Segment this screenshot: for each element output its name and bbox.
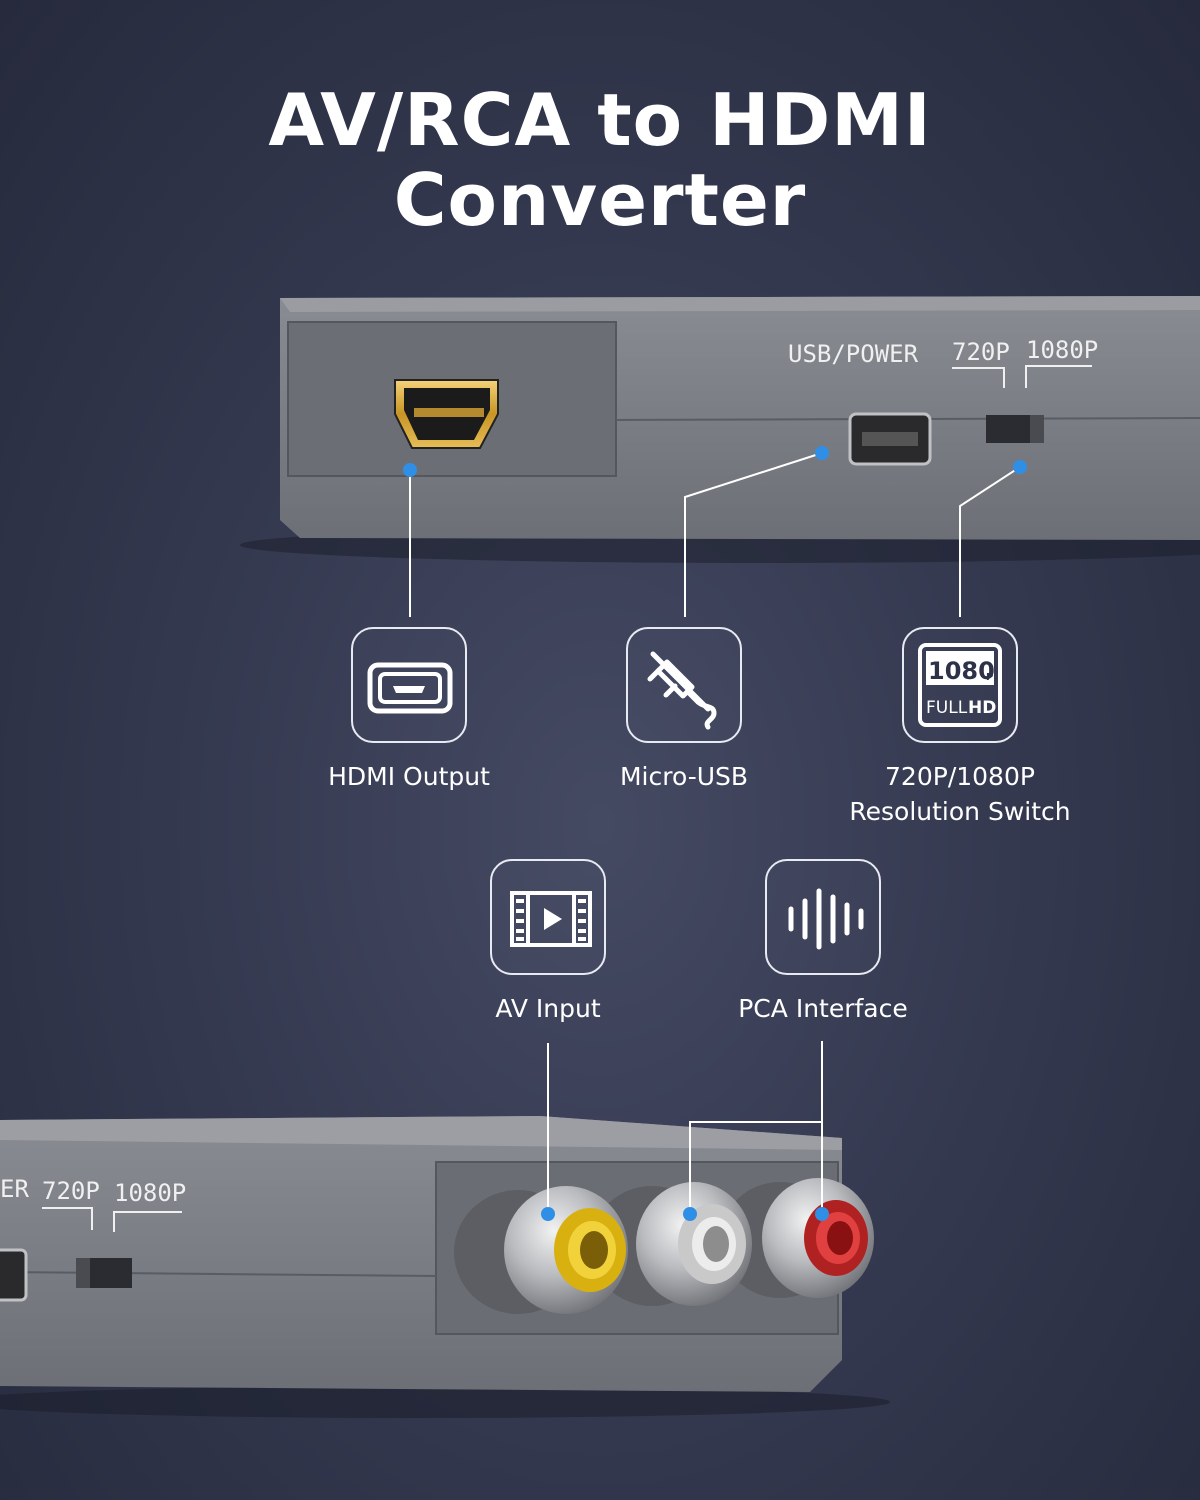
rca-jack-yellow [454,1186,628,1314]
label-720p-top: 720P [952,338,1010,366]
title-line-1: AV/RCA to HDMI [268,78,932,162]
badge-p: P [986,672,993,683]
rca-jack-red [720,1178,874,1298]
usb-port-bottom [0,1248,28,1302]
title-line-2: Converter [393,158,807,242]
callout-dots-bottom [541,1207,829,1221]
label-1080p-top: 1080P [1026,336,1098,364]
label-er-bottom: ER [0,1175,29,1203]
hdmi-port-icon [351,627,467,743]
feature-label-resolution-line-1: 720P/1080P [885,762,1035,791]
label-usb-power: USB/POWER [788,340,919,368]
feature-resolution-switch: 1080 P FULL HD 720P/1080P Resolution Swi… [810,627,1110,829]
unplug-icon [626,627,742,743]
feature-pca-interface: PCA Interface [673,859,973,1026]
feature-label-resolution-switch: 720P/1080P Resolution Switch [810,759,1110,829]
feature-label-av-input: AV Input [495,994,601,1023]
feature-label-pca-interface: PCA Interface [738,994,908,1023]
feature-hdmi-output: HDMI Output [259,627,559,794]
callouts-top [409,452,1021,617]
audio-wave-icon [765,859,881,975]
feature-label-micro-usb: Micro-USB [619,762,749,791]
label-1080p-bottom: 1080P [114,1179,186,1207]
device-top: USB/POWER 720P 1080P [240,296,1200,563]
feature-av-input: AV Input [398,859,698,1026]
fullhd-1080p-icon: 1080 P FULL HD [902,627,1018,743]
feature-micro-usb: Micro-USB [534,627,834,794]
feature-label-resolution-line-2: Resolution Switch [849,797,1071,826]
callouts-bottom [547,1041,823,1214]
label-720p-bottom: 720P [42,1177,100,1205]
badge-1080: 1080 [928,657,995,685]
device-bottom: ER 720P 1080P [0,1116,890,1418]
badge-hd: HD [968,698,996,718]
feature-label-hdmi-output: HDMI Output [328,762,490,791]
callout-dots-top [403,446,1027,477]
page-title: AV/RCA to HDMI Converter [0,80,1200,240]
film-play-icon [490,859,606,975]
badge-full: FULL [926,698,968,718]
